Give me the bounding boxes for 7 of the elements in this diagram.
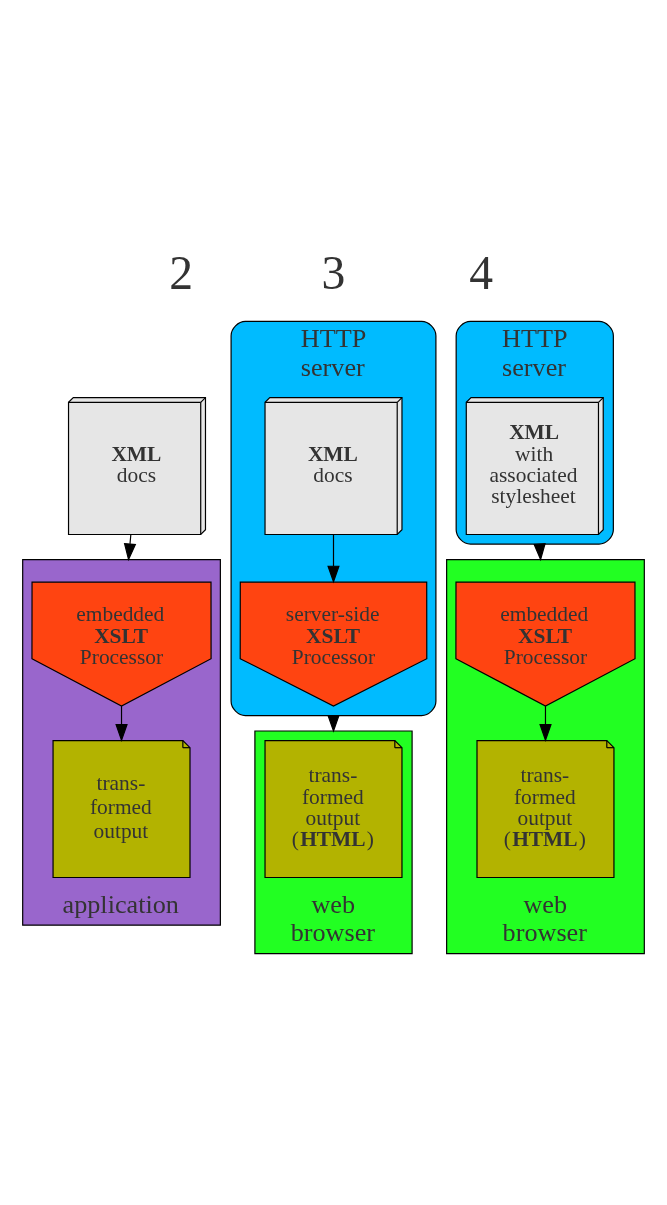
arrow <box>115 704 128 742</box>
label: 3 <box>321 246 346 299</box>
arrow <box>123 533 137 561</box>
label: 2 <box>169 246 193 299</box>
label: 4 <box>469 246 494 299</box>
arrow <box>539 704 552 742</box>
arrow <box>327 533 340 584</box>
